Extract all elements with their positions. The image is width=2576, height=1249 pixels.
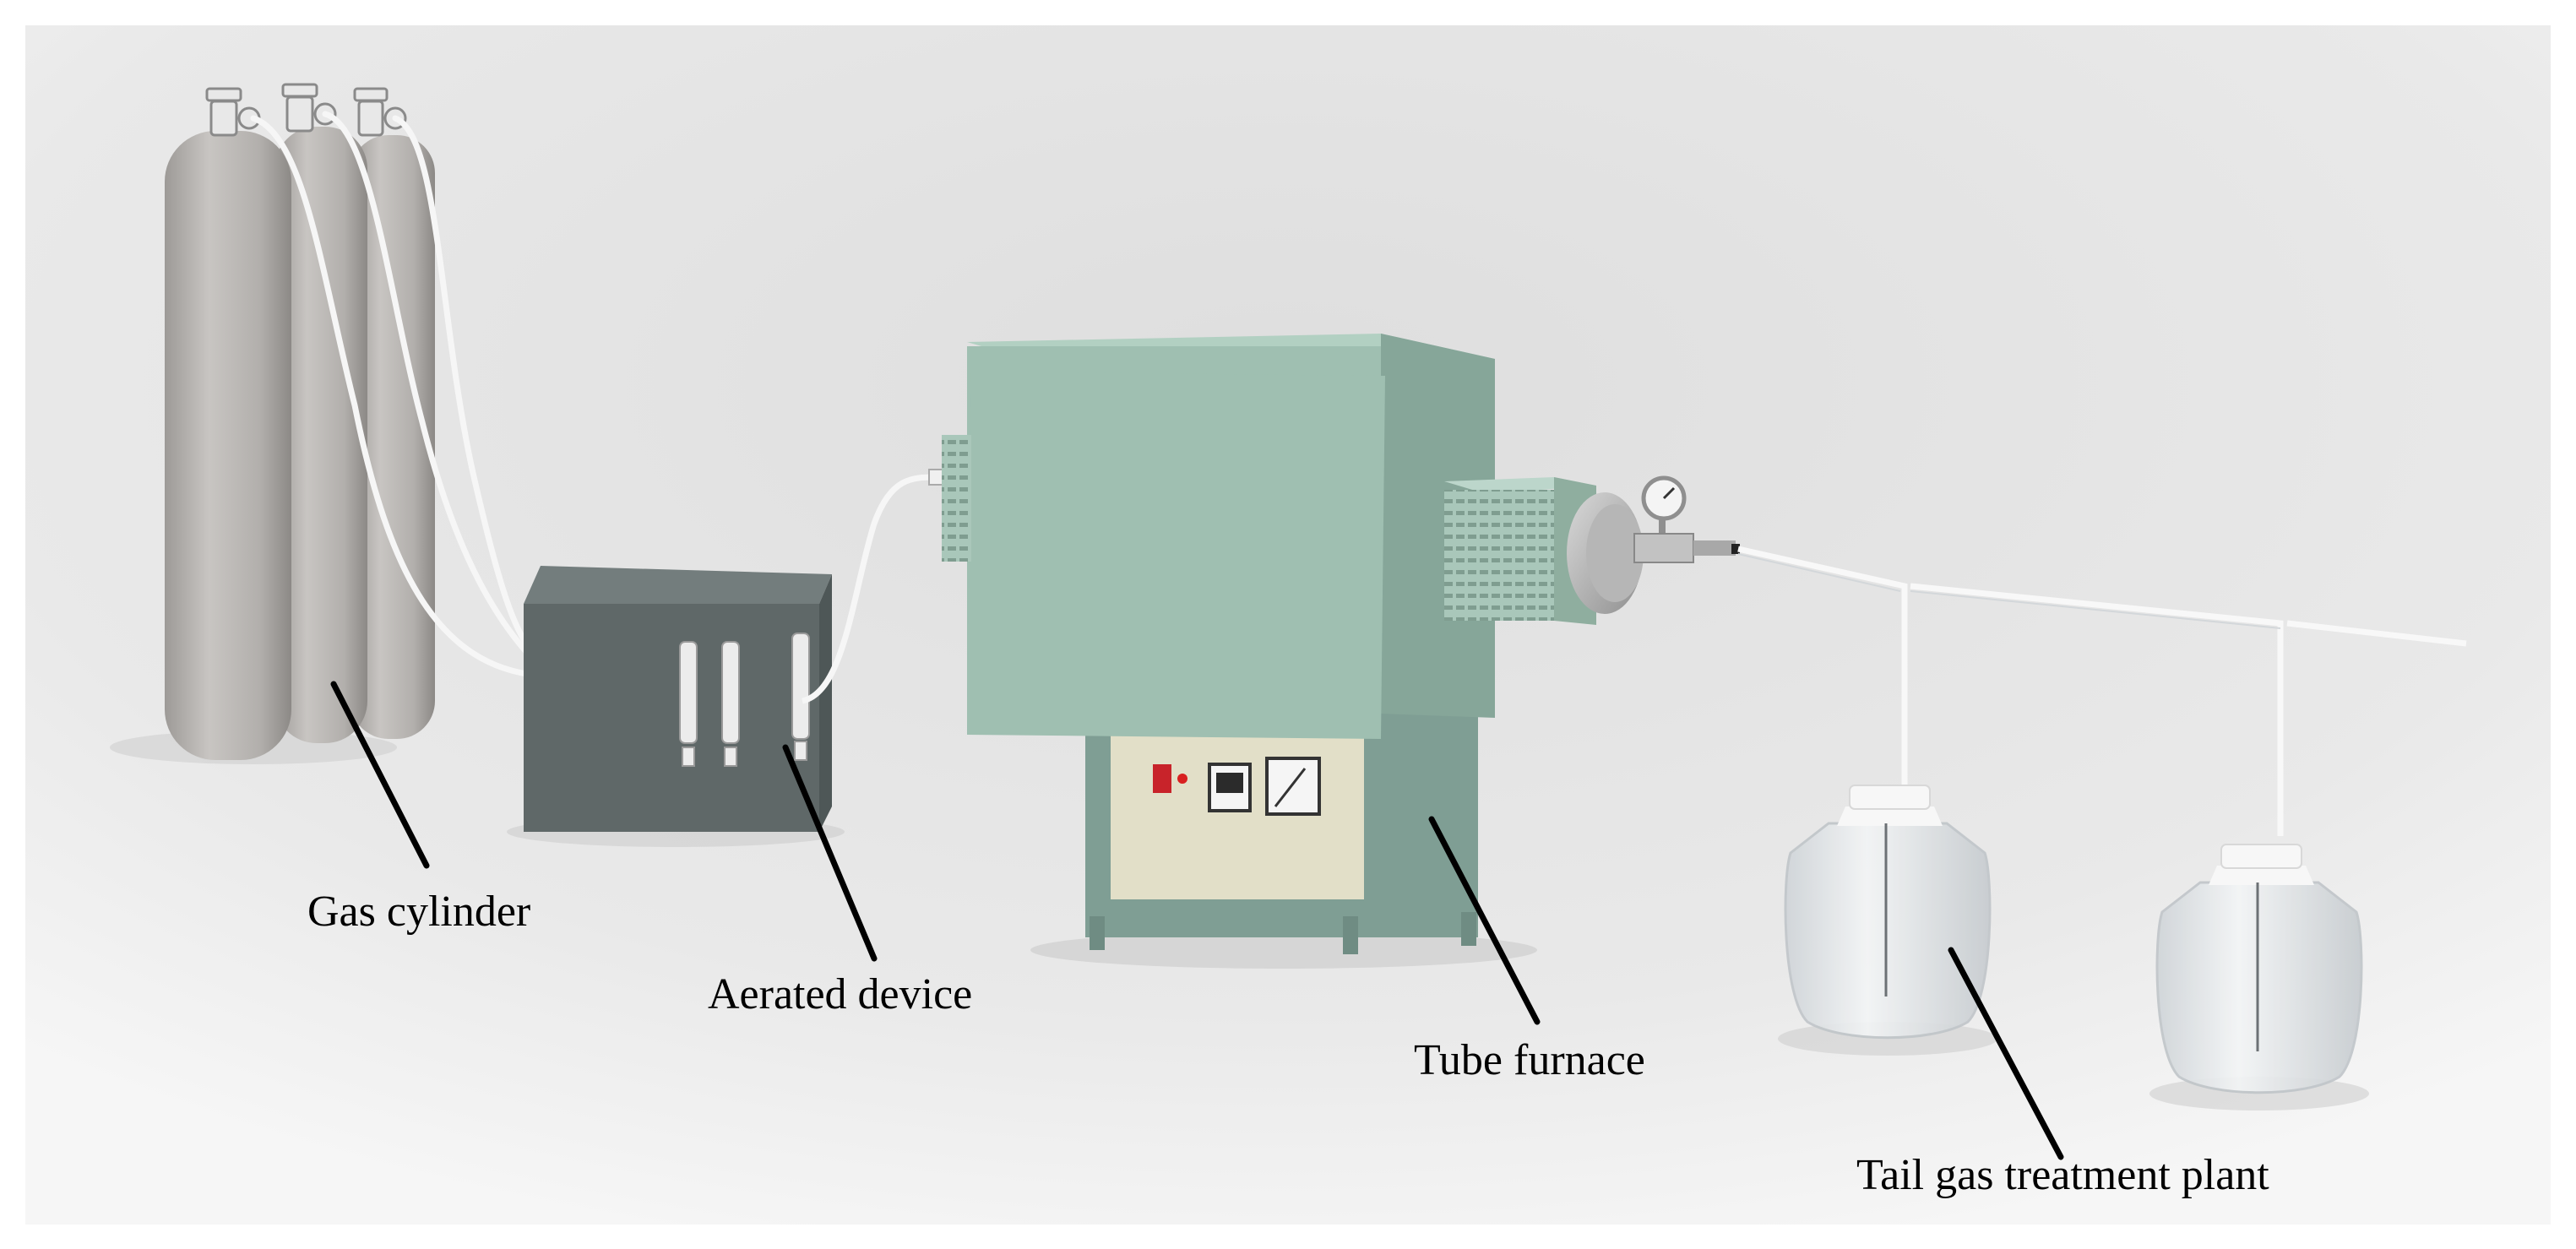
label-tube-furnace: Tube furnace (1414, 1036, 1645, 1084)
tube-furnace (942, 334, 1740, 969)
label-aerated-device: Aerated device (708, 970, 973, 1018)
leader-line-aerated-device (782, 744, 878, 962)
leader-line-tube-furnace (1428, 816, 1541, 1025)
tail-gas-treatment (1737, 546, 2467, 1111)
aerated-device (507, 469, 955, 847)
label-gas-cylinder: Gas cylinder (307, 888, 531, 936)
leader-line-gas-cylinder (330, 681, 430, 869)
label-tail-gas-treatment-plant: Tail gas treatment plant (1856, 1151, 2269, 1199)
leader-line-tail-gas (1948, 947, 2064, 1160)
gas-cylinders (110, 83, 544, 764)
